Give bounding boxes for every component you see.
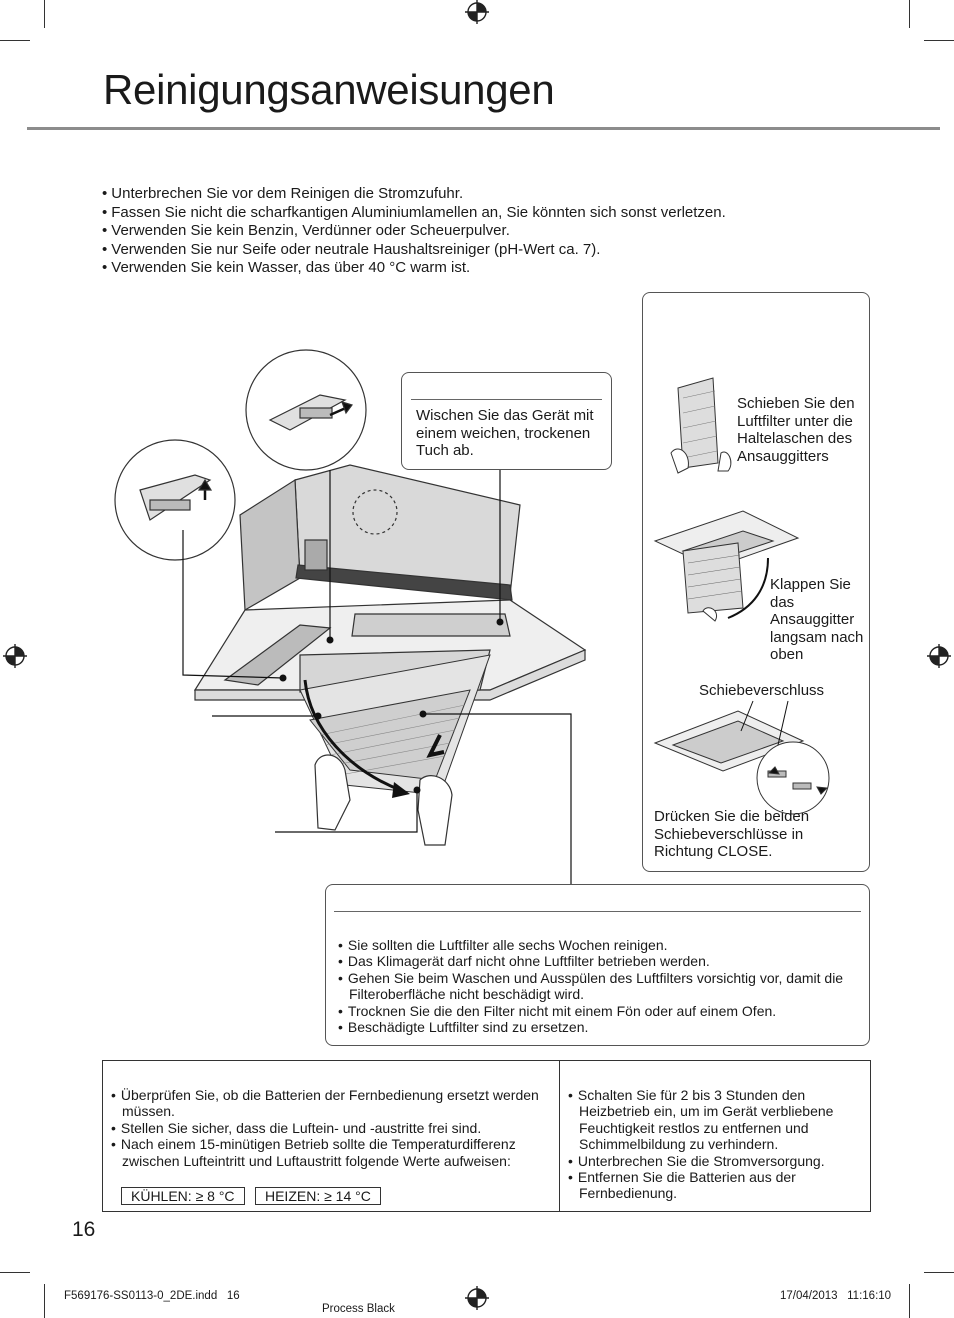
- list-item: Fassen Sie nicht die scharfkantigen Alum…: [102, 204, 726, 223]
- list-item: Trocknen Sie die den Filter nicht mit ei…: [338, 1003, 853, 1019]
- page-title: Reinigungsanweisungen: [103, 66, 555, 113]
- crop-mark: [924, 1272, 954, 1273]
- column-divider: [559, 1061, 560, 1211]
- filter-notes-list: Sie sollten die Luftfilter alle sechs Wo…: [338, 937, 853, 1035]
- detail-circle-icon: [114, 349, 367, 561]
- title-divider: [27, 127, 940, 130]
- off-season-list: Schalten Sie für 2 bis 3 Stunden den Hei…: [568, 1087, 863, 1202]
- page-number: 16: [72, 1218, 96, 1241]
- footer-file: F569176-SS0113-0_2DE.indd 16: [64, 1290, 240, 1302]
- pre-season-list: Überprüfen Sie, ob die Batterien der Fer…: [111, 1087, 541, 1169]
- cassette-unit-icon: [193, 464, 587, 701]
- callout-divider: [411, 399, 602, 400]
- slide-lock-icon: [653, 700, 830, 815]
- filter-notes-box: Sie sollten die Luftfilter alle sechs Wo…: [325, 884, 870, 1046]
- slider-label: Schiebeverschluss: [699, 682, 825, 699]
- list-item: Schalten Sie für 2 bis 3 Stunden den Hei…: [568, 1087, 863, 1153]
- footer-color: Process Black: [322, 1303, 395, 1315]
- notes-divider: [334, 911, 861, 912]
- list-item: Stellen Sie sicher, dass die Luftein- un…: [111, 1120, 541, 1136]
- list-item: Unterbrechen Sie die Stromversorgung.: [568, 1153, 863, 1169]
- crop-mark: [0, 40, 30, 41]
- crop-mark: [44, 1284, 45, 1318]
- list-item: Beschädigte Luftfilter sind zu ersetzen.: [338, 1019, 853, 1035]
- panel-illustrations: [653, 377, 830, 815]
- list-item: Das Klimagerät darf nicht ohne Luftfilte…: [338, 953, 853, 969]
- crop-mark: [924, 40, 954, 41]
- cooling-value: KÜHLEN: ≥ 8 °C: [121, 1187, 245, 1205]
- hands-icon: [314, 754, 453, 846]
- list-item: Überprüfen Sie, ob die Batterien der Fer…: [111, 1087, 541, 1120]
- open-arrow-icon: [303, 679, 401, 792]
- step-slide-filter: Schieben Sie den Luftfilter unter die Ha…: [737, 395, 855, 465]
- list-item: Verwenden Sie nur Seife oder neutrale Ha…: [102, 241, 726, 260]
- wipe-text: Wischen Sie das Gerät mit einem weichen,…: [416, 407, 594, 460]
- list-item: Nach einem 15-minütigen Betrieb sollte d…: [111, 1136, 541, 1169]
- list-item: Unterbrechen Sie vor dem Reinigen die St…: [102, 185, 726, 204]
- crop-mark: [0, 1272, 30, 1273]
- wipe-callout: Wischen Sie das Gerät mit einem weichen,…: [401, 372, 612, 470]
- footer-timestamp: 17/04/2013 11:16:10: [780, 1290, 892, 1302]
- grille-removal-panel: Schieben Sie den Luftfilter unter die Ha…: [642, 292, 870, 872]
- list-item: Gehen Sie beim Waschen und Ausspülen des…: [338, 970, 853, 1003]
- maintenance-table: Überprüfen Sie, ob die Batterien der Fer…: [102, 1060, 871, 1212]
- step-fold-grille: Klappen Sie das Ansauggitter langsam nac…: [770, 576, 864, 664]
- list-item: Sie sollten die Luftfilter alle sechs Wo…: [338, 937, 853, 953]
- filter-slide-icon: [670, 377, 732, 474]
- step-close-sliders: Drücken Sie die beiden Schiebeverschlüss…: [654, 808, 810, 861]
- temperature-values: KÜHLEN: ≥ 8 °C HEIZEN: ≥ 14 °C: [115, 1187, 381, 1206]
- list-item: Entfernen Sie die Batterien aus der Fern…: [568, 1169, 863, 1202]
- crop-mark: [909, 1284, 910, 1318]
- heating-value: HEIZEN: ≥ 14 °C: [254, 1187, 381, 1205]
- grille-fold-icon: [653, 510, 800, 622]
- list-item: Verwenden Sie kein Benzin, Verdünner ode…: [102, 222, 726, 241]
- crop-mark: [909, 0, 910, 28]
- list-item: Verwenden Sie kein Wasser, das über 40 °…: [102, 259, 726, 278]
- crop-mark: [44, 0, 45, 28]
- intro-list: Unterbrechen Sie vor dem Reinigen die St…: [102, 185, 726, 278]
